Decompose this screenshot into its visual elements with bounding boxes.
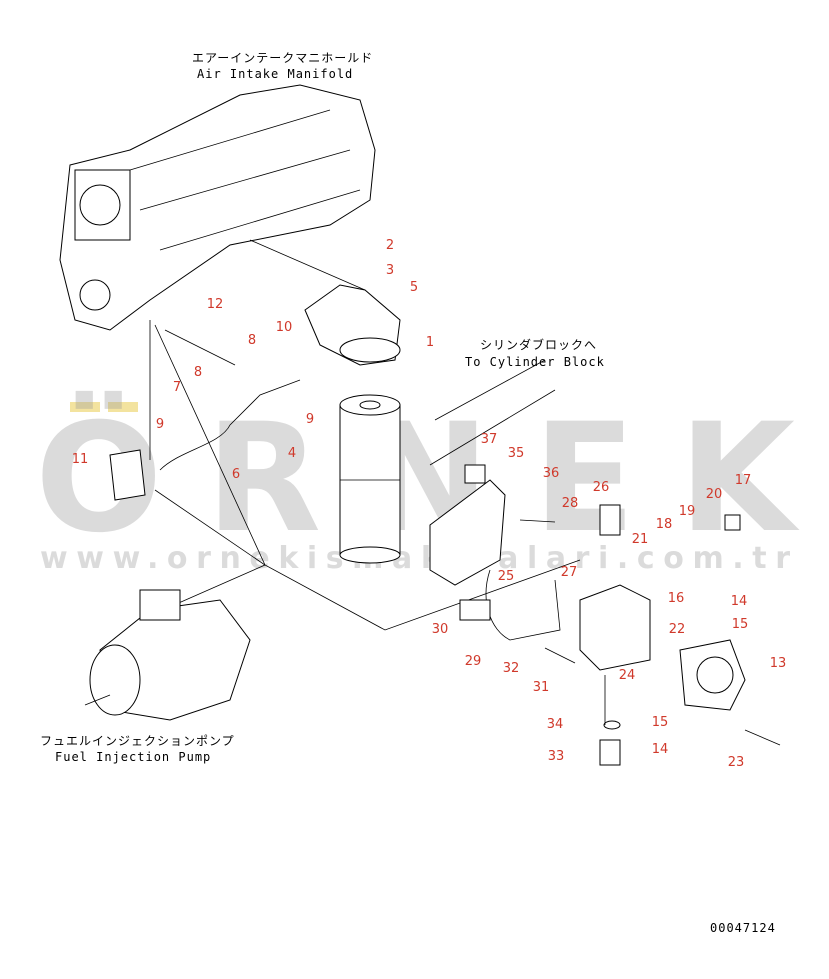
pump-caption-jp: フュエルインジェクションポンプ [40, 734, 235, 748]
callout: 17 [735, 473, 752, 488]
pump-caption-en: Fuel Injection Pump [55, 750, 211, 764]
cylinder-caption-jp: シリンダブロックへ [480, 337, 597, 352]
callout: 18 [656, 517, 673, 532]
manifold-caption-jp: エアーインテークマニホールド [192, 51, 373, 65]
callout: 16 [668, 591, 685, 606]
callout: 20 [706, 487, 723, 502]
filter-assembly [304, 284, 401, 564]
callout: 10 [276, 320, 293, 335]
callout: 15 [652, 715, 669, 730]
callout: 34 [547, 717, 564, 732]
right-components [429, 359, 781, 766]
callout: 2 [386, 238, 394, 253]
callout: 12 [207, 297, 224, 312]
callout: 25 [498, 569, 515, 584]
callout: 31 [533, 680, 550, 695]
callout: 6 [232, 467, 240, 482]
callout: 15 [732, 617, 749, 632]
callout: 14 [652, 742, 669, 757]
callout: 3 [386, 263, 394, 278]
drawing-code: 00047124 [710, 921, 776, 935]
callout: 23 [728, 755, 745, 770]
callout: 14 [731, 594, 748, 609]
callout: 5 [410, 280, 418, 295]
callout: 11 [72, 452, 89, 467]
callouts: 2 3 5 1 12 10 8 8 7 9 9 6 11 4 37 35 36 … [72, 238, 787, 770]
callout: 26 [593, 480, 610, 495]
callout: 27 [561, 565, 578, 580]
callout: 24 [619, 668, 636, 683]
callout: 7 [173, 380, 181, 395]
callout: 8 [194, 365, 202, 380]
callout: 21 [632, 532, 649, 547]
air-intake-manifold [59, 84, 376, 331]
fuel-tube [109, 320, 581, 631]
cylinder-caption-en: To Cylinder Block [465, 355, 605, 369]
callout: 9 [306, 412, 314, 427]
callout: 13 [770, 656, 787, 671]
callout: 36 [543, 466, 560, 481]
fuel-injection-pump [84, 589, 251, 721]
callout: 8 [248, 333, 256, 348]
callout: 22 [669, 622, 686, 637]
callout: 4 [288, 446, 296, 461]
callout: 1 [426, 335, 434, 350]
callout: 30 [432, 622, 449, 637]
callout: 29 [465, 654, 482, 669]
callout: 28 [562, 496, 579, 511]
callout: 32 [503, 661, 520, 676]
callout: 19 [679, 504, 696, 519]
manifold-caption-en: Air Intake Manifold [197, 67, 353, 81]
callout: 33 [548, 749, 565, 764]
callout: 9 [156, 417, 164, 432]
callout: 35 [508, 446, 525, 461]
callout: 37 [481, 432, 498, 447]
